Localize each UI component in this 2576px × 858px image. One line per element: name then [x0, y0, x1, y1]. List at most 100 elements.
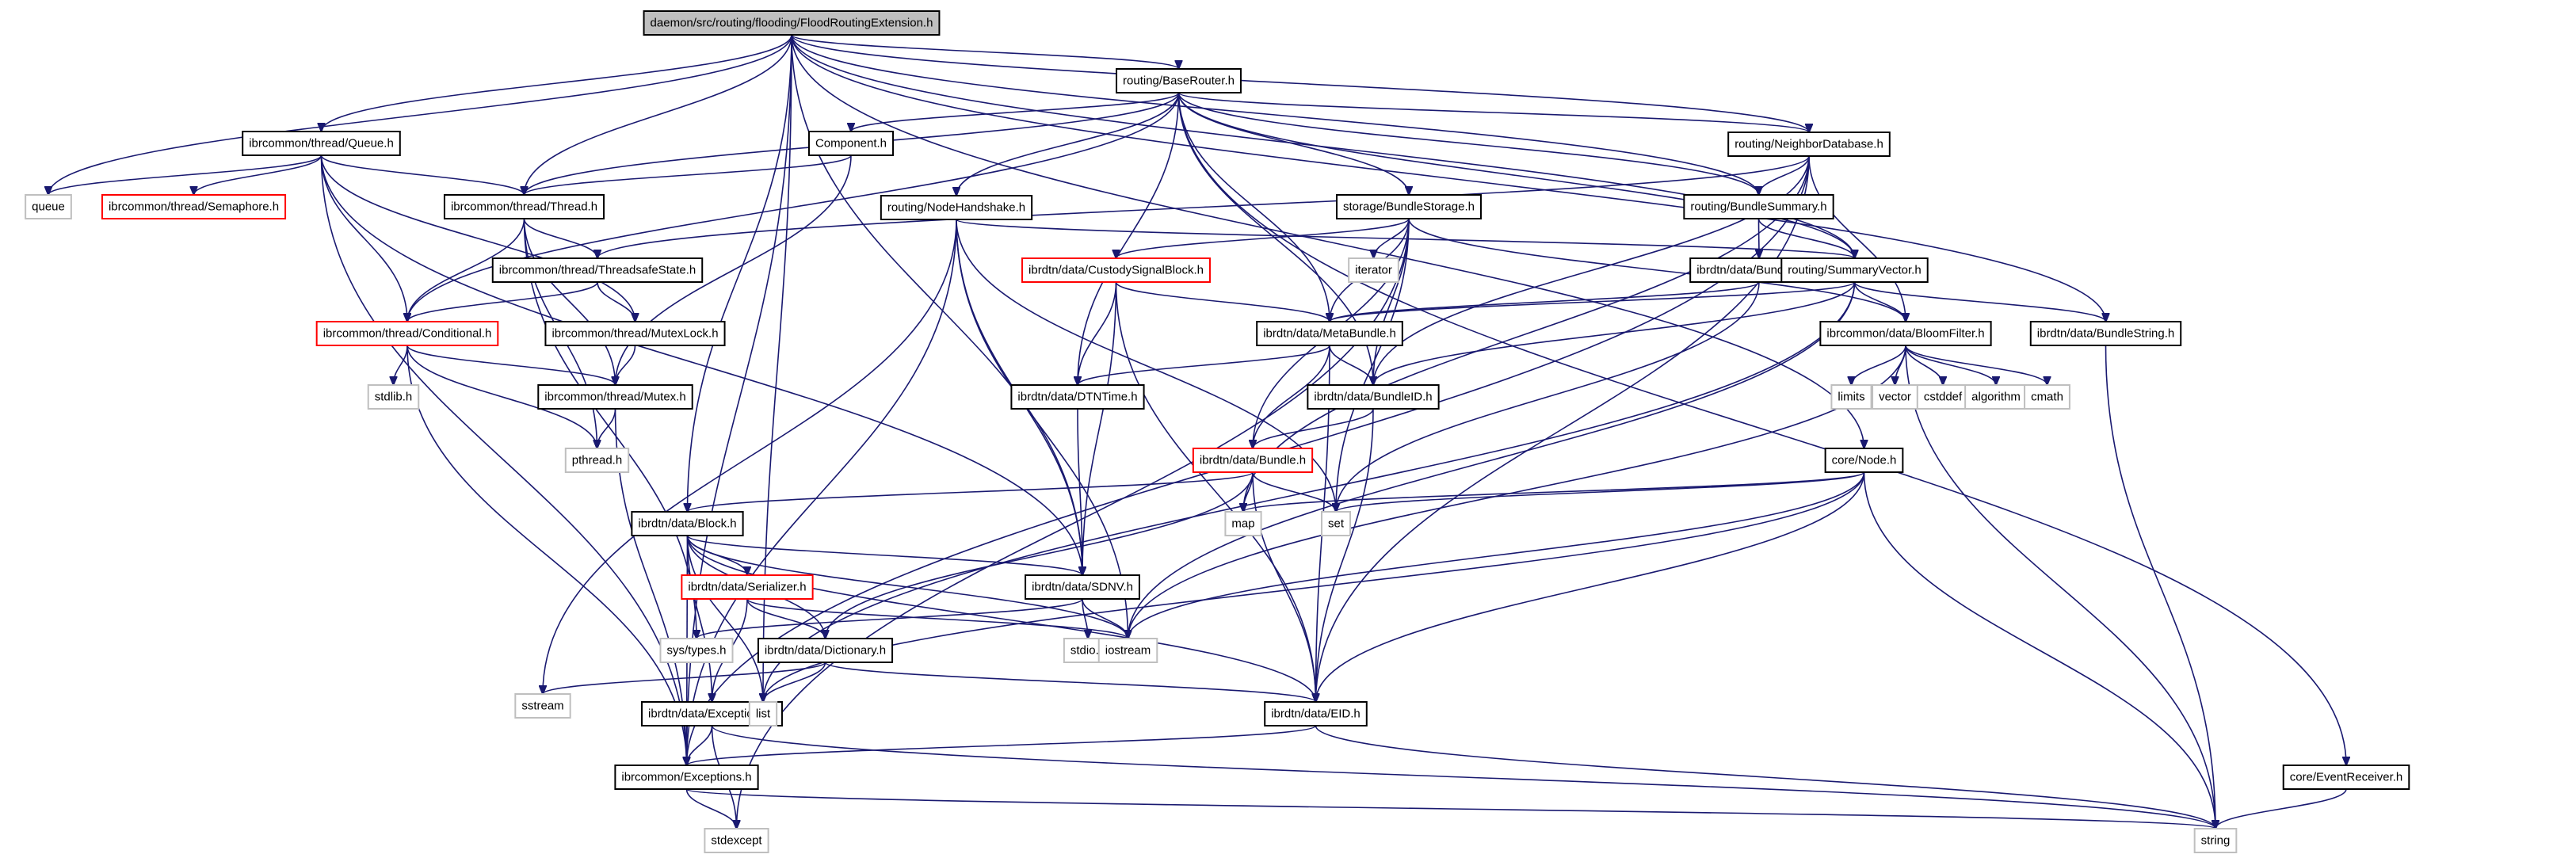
graph-node-sdnv[interactable]: ibrdtn/data/SDNV.h — [1025, 574, 1140, 600]
edge-eid-to-commonexceptions — [687, 725, 1317, 765]
graph-node-metabundle[interactable]: ibrdtn/data/MetaBundle.h — [1256, 321, 1403, 346]
graph-node-mutexlock[interactable]: ibrcommon/thread/MutexLock.h — [544, 321, 726, 346]
graph-node-bundlestorage[interactable]: storage/BundleStorage.h — [1336, 194, 1482, 219]
graph-node-bundlestring[interactable]: ibrdtn/data/BundleString.h — [2029, 321, 2182, 346]
graph-node-threadsafe[interactable]: ibrcommon/thread/ThreadsafeState.h — [491, 257, 704, 283]
graph-node-string: string — [2193, 828, 2238, 853]
graph-node-dtntime[interactable]: ibrdtn/data/DTNTime.h — [1010, 384, 1145, 410]
edge-bloomfilter-to-string — [1905, 345, 2215, 829]
dependency-edge — [523, 218, 598, 258]
graph-node-component[interactable]: Component.h — [807, 131, 895, 156]
graph-node-node[interactable]: core/Node.h — [1824, 448, 1904, 473]
node-label: ibrcommon/thread/Thread.h — [451, 200, 597, 214]
graph-node-systypes: sys/types.h — [659, 638, 734, 663]
dependency-edge — [543, 662, 826, 694]
node-box — [367, 384, 420, 410]
dependency-edge — [1177, 92, 1855, 258]
node-box — [643, 10, 941, 36]
edge-summaryvector-to-bundleid — [1373, 281, 1856, 385]
edge-baserouter-to-summaryvector — [1177, 92, 1855, 258]
edge-neighbordb-to-eid — [1316, 155, 1810, 702]
dependency-edge — [1329, 345, 1373, 385]
node-box — [748, 701, 778, 726]
edge-serializer-to-iostream — [746, 598, 1128, 639]
node-box — [315, 321, 499, 346]
dependency-edge — [686, 535, 764, 702]
dependency-edge — [1082, 598, 1088, 639]
node-box — [880, 195, 1033, 220]
edge-nodehandshake-to-set — [956, 219, 1336, 512]
node-label: list — [756, 707, 771, 721]
edge-root-to-list — [763, 34, 792, 702]
dependency-edge — [956, 219, 1336, 512]
graph-node-nodehandshake[interactable]: routing/NodeHandshake.h — [880, 195, 1033, 220]
graph-node-root[interactable]: daemon/src/routing/flooding/FloodRouting… — [643, 10, 941, 36]
node-box — [1683, 194, 1834, 219]
node-label: ibrcommon/thread/Conditional.h — [323, 327, 492, 341]
graph-node-bundlesummary[interactable]: routing/BundleSummary.h — [1683, 194, 1834, 219]
dependency-edge — [1374, 218, 1410, 258]
node-label: ibrcommon/thread/ThreadsafeState.h — [499, 264, 696, 277]
graph-node-conditional[interactable]: ibrcommon/thread/Conditional.h — [315, 321, 499, 346]
dependency-edge — [1852, 345, 1906, 385]
edge-bundle-to-block — [688, 471, 1254, 512]
dependency-edge — [1082, 598, 1128, 639]
dependency-edge — [1078, 345, 1330, 385]
edge-bundlestorage-to-bloomfilter — [1408, 218, 1906, 322]
node-label: routing/NeighborDatabase.h — [1735, 138, 1883, 151]
graph-node-dictionary[interactable]: ibrdtn/data/Dictionary.h — [757, 638, 894, 663]
node-label: storage/BundleStorage.h — [1343, 200, 1475, 214]
dependency-edge — [1078, 281, 1117, 385]
dependency-edge — [320, 154, 687, 765]
edge-neighbordb-to-bundlesummary — [1759, 155, 1810, 195]
edge-queueh-to-commonexceptions — [320, 154, 687, 765]
graph-node-mutex[interactable]: ibrcommon/thread/Mutex.h — [537, 384, 693, 410]
dependency-edge — [1116, 218, 1410, 258]
edge-queueh-to-sdnv — [320, 154, 1083, 575]
graph-node-queueh[interactable]: ibrcommon/thread/Queue.h — [242, 131, 401, 156]
graph-node-thread[interactable]: ibrcommon/thread/Thread.h — [443, 194, 605, 219]
graph-node-bundleid[interactable]: ibrdtn/data/BundleID.h — [1307, 384, 1440, 410]
dependency-edge — [686, 535, 1316, 702]
graph-node-cstddef: cstddef — [1916, 384, 1970, 410]
node-box — [2024, 384, 2070, 410]
graph-node-bloomfilter[interactable]: ibrcommon/data/BloomFilter.h — [1819, 321, 1992, 346]
edge-dictionary-to-sstream — [543, 662, 826, 694]
graph-node-serializer[interactable]: ibrdtn/data/Serializer.h — [681, 574, 814, 600]
node-box — [1116, 68, 1242, 93]
graph-node-eventreceiver[interactable]: core/EventReceiver.h — [2282, 765, 2410, 790]
graph-node-summaryvector[interactable]: routing/SummaryVector.h — [1780, 257, 1929, 283]
dependency-edge — [1253, 345, 1330, 448]
edge-queueh-to-thread — [320, 154, 525, 195]
graph-node-neighbordb[interactable]: routing/NeighborDatabase.h — [1727, 132, 1891, 157]
graph-node-block[interactable]: ibrdtn/data/Block.h — [631, 511, 744, 536]
graph-node-semaphore[interactable]: ibrcommon/thread/Semaphore.h — [101, 194, 287, 219]
graph-node-custody[interactable]: ibrdtn/data/CustodySignalBlock.h — [1021, 257, 1211, 283]
edge-root-to-node — [791, 34, 1864, 448]
edge-queueh-to-semaphore — [194, 154, 322, 195]
edge-summaryvector-to-iostream — [1128, 281, 1856, 639]
node-label: ibrdtn/data/Block.h — [638, 517, 736, 531]
graph-node-bundle[interactable]: ibrdtn/data/Bundle.h — [1192, 448, 1314, 473]
dependency-edge — [1373, 281, 1856, 385]
graph-node-eid[interactable]: ibrdtn/data/EID.h — [1264, 701, 1368, 726]
dependency-edge — [686, 535, 1083, 575]
node-box — [1224, 511, 1262, 536]
graph-node-stdlib: stdlib.h — [367, 384, 420, 410]
dependency-edge — [746, 598, 826, 639]
edge-root-to-block — [688, 34, 792, 512]
dependency-edge — [851, 92, 1180, 132]
edge-bundlesummary-to-summaryvector — [1757, 218, 1855, 258]
dependency-edge — [791, 34, 1179, 69]
edge-component-to-thread — [525, 154, 852, 195]
node-label: ibrcommon/thread/Semaphore.h — [109, 200, 279, 214]
graph-node-baserouter[interactable]: routing/BaseRouter.h — [1116, 68, 1242, 93]
node-box — [807, 131, 895, 156]
graph-node-commonexceptions[interactable]: ibrcommon/Exceptions.h — [614, 765, 759, 790]
edge-block-to-eid — [686, 535, 1316, 702]
node-box — [544, 321, 726, 346]
edge-root-to-bundlestring — [791, 34, 2106, 322]
edge-bundlestorage-to-iterator — [1374, 218, 1410, 258]
dependency-edge — [543, 219, 957, 694]
node-box — [1025, 574, 1140, 600]
